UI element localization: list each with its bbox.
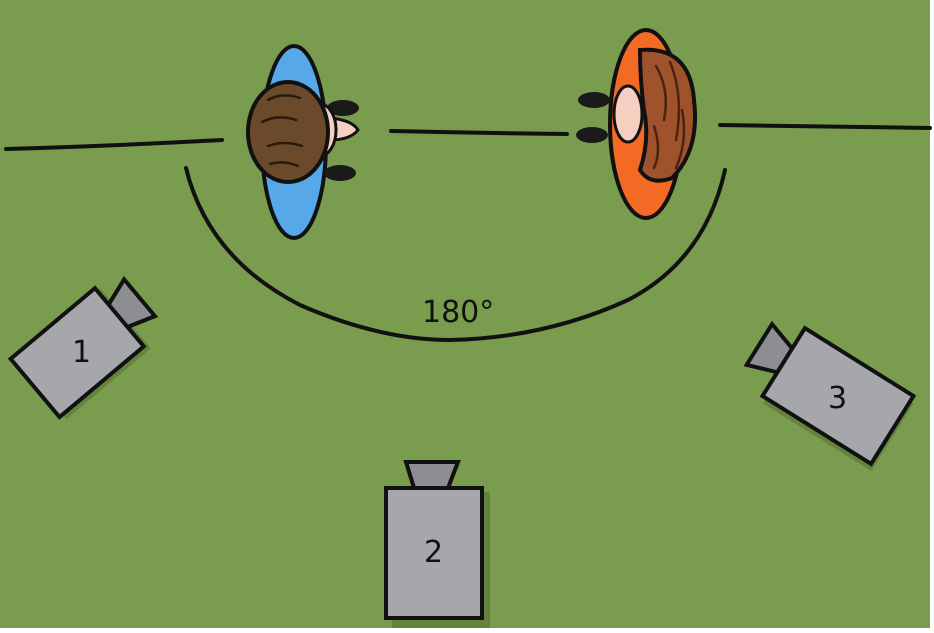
- left-person-shoe-bottom: [324, 165, 356, 181]
- right-person-shoe-bottom: [576, 127, 608, 143]
- right-person-hair-strands: [652, 60, 686, 170]
- camera-3-body: [759, 325, 917, 467]
- left-person: [246, 44, 360, 240]
- camera-3: [743, 320, 917, 472]
- right-person-hair: [637, 47, 698, 183]
- white-border-right: [930, 0, 934, 633]
- camera-1-body: [7, 285, 147, 420]
- left-person-hair: [246, 80, 330, 184]
- camera-3-label: 3: [828, 381, 847, 416]
- right-person: [576, 28, 698, 220]
- camera-2-lens: [403, 460, 461, 490]
- angle-label: 180°: [422, 295, 494, 330]
- axis-of-action-line: [4, 123, 932, 151]
- camera-2: [384, 460, 490, 628]
- camera-1-label: 1: [72, 335, 91, 370]
- left-person-hair-strands: [260, 94, 304, 168]
- left-person-shoe-top: [327, 100, 359, 116]
- right-person-shoe-top: [578, 92, 610, 108]
- camera-1: [7, 275, 159, 420]
- camera-2-body: [384, 486, 484, 620]
- right-person-face: [612, 84, 644, 144]
- white-border-bottom: [0, 628, 934, 633]
- camera-2-label: 2: [424, 535, 443, 570]
- 180-degree-arc: [184, 166, 727, 343]
